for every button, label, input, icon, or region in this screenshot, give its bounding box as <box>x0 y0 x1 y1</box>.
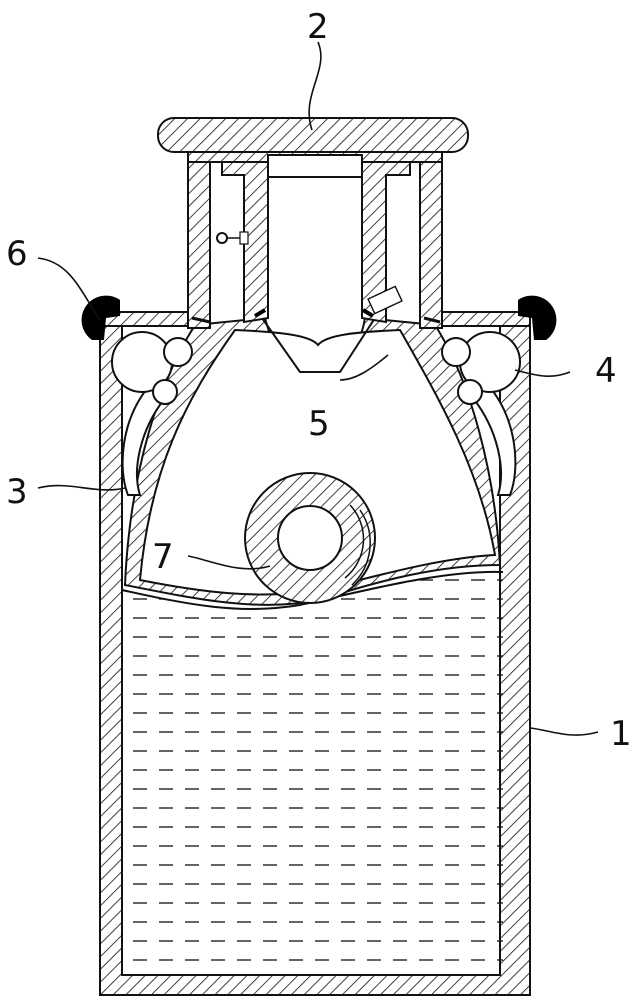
callout-2: 2 <box>307 7 329 47</box>
callout-7: 7 <box>152 537 174 577</box>
callout-4: 4 <box>595 351 617 391</box>
float-ball-left <box>111 331 193 405</box>
roller <box>244 472 376 604</box>
liquid <box>121 570 504 975</box>
float-ball-right <box>441 331 521 405</box>
container <box>99 311 531 996</box>
inner-funnel <box>123 316 502 606</box>
side-channel-right <box>471 383 517 496</box>
callout-1: 1 <box>610 714 632 754</box>
side-channel-left <box>121 383 167 496</box>
cap-assembly <box>157 117 469 329</box>
callout-labels: 2 6 4 5 3 7 1 <box>6 7 632 754</box>
callout-6: 6 <box>6 234 28 274</box>
callout-5: 5 <box>308 404 330 444</box>
callout-3: 3 <box>6 472 28 512</box>
leader-lines <box>37 41 599 736</box>
seal-right <box>518 295 557 340</box>
